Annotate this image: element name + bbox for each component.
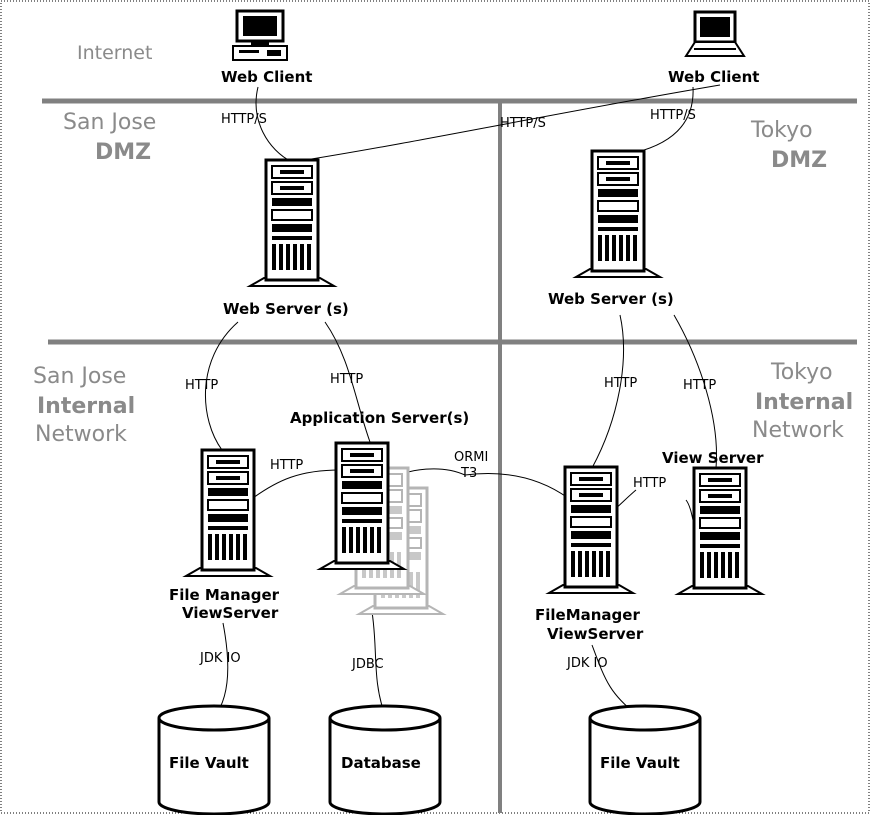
zone-sanjose-dmz-city: San Jose xyxy=(63,110,156,135)
view-server-label: View Server xyxy=(662,449,764,467)
view-server-icon xyxy=(676,466,764,596)
tokyo-filemanager-label-2: ViewServer xyxy=(547,625,644,643)
http-fm-app-label: HTTP xyxy=(270,458,303,473)
sanjose-filemanager-label-1: File Manager xyxy=(169,586,280,604)
web-client-left-label: Web Client xyxy=(221,68,312,86)
https-right-label: HTTP/S xyxy=(650,108,696,123)
file-vault-left-label: File Vault xyxy=(169,754,249,772)
file-vault-right-label: File Vault xyxy=(600,754,680,772)
zone-tokyo-internal: Internal xyxy=(755,390,853,415)
zone-sanjose-internal: Internal xyxy=(37,394,135,419)
app-server-label: Application Server(s) xyxy=(290,409,469,427)
zone-internet: Internet xyxy=(77,42,152,64)
http-tk-view-label: HTTP xyxy=(683,378,716,393)
sanjose-web-server-label: Web Server (s) xyxy=(223,300,349,318)
tokyo-web-server-icon xyxy=(574,149,662,279)
web-client-right-label: Web Client xyxy=(668,68,759,86)
http-tk-fm-label: HTTP xyxy=(604,376,637,391)
zone-tokyo-dmz-city: Tokyo xyxy=(750,118,813,143)
ormi-label: ORMI xyxy=(454,450,488,465)
desktop-computer-icon xyxy=(231,9,289,62)
zone-sanjose-internal-city: San Jose xyxy=(33,364,126,389)
http-sj-app-label: HTTP xyxy=(330,372,363,387)
https-left-label: HTTP/S xyxy=(221,112,267,127)
zone-sanjose-dmz: DMZ xyxy=(95,140,151,165)
t3-label: T3 xyxy=(460,466,477,481)
zone-tokyo-dmz: DMZ xyxy=(771,148,827,173)
tokyo-web-server-label: Web Server (s) xyxy=(548,290,674,308)
zone-tokyo-network: Network xyxy=(752,418,844,443)
sanjose-web-server-icon xyxy=(248,158,336,288)
sanjose-filemanager-icon xyxy=(184,448,272,578)
database-label: Database xyxy=(341,754,421,772)
laptop-computer-icon xyxy=(684,10,746,58)
tokyo-filemanager-icon xyxy=(547,465,635,595)
zone-sanjose-network: Network xyxy=(35,422,127,447)
sanjose-filemanager-label-2: ViewServer xyxy=(182,604,279,622)
jdkio-right-label: JDK IO xyxy=(566,656,608,671)
http-sj-fm-label: HTTP xyxy=(185,378,218,393)
jdbc-label: JDBC xyxy=(351,657,384,672)
http-tk-fm-view-label: HTTP xyxy=(633,476,666,491)
zone-tokyo-internal-city: Tokyo xyxy=(770,360,833,385)
tokyo-filemanager-label-1: FileManager xyxy=(535,606,640,624)
jdkio-left-label: JDK IO xyxy=(199,651,241,666)
https-mid-label: HTTP/S xyxy=(500,116,546,131)
